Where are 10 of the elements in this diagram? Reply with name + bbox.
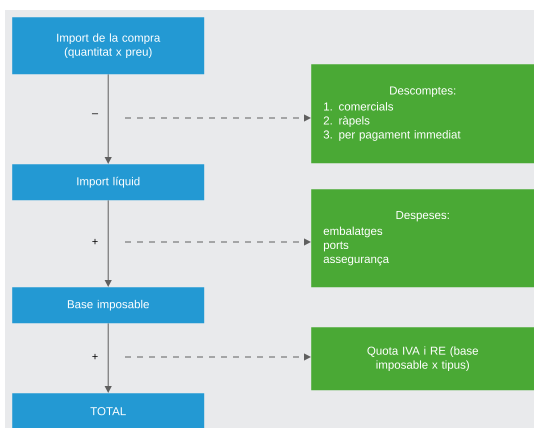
sign-label: – (92, 113, 98, 114)
sign-label: + (92, 354, 98, 360)
sign-label: + (92, 238, 98, 244)
note-box: Quota IVA i RE (base imposable x tipus) (311, 327, 534, 390)
process-box: Import de la compra (quantitat x preu) (12, 17, 204, 74)
process-box: Import líquid (12, 164, 204, 200)
process-box: TOTAL (12, 393, 204, 428)
list-box: Despeses: embalatges ports assegurança (311, 189, 534, 288)
process-box: Base imposable (12, 287, 204, 324)
list-box: Descomptes: 1. comercials 2. ràpels 3. per pagament immediat (311, 64, 534, 164)
